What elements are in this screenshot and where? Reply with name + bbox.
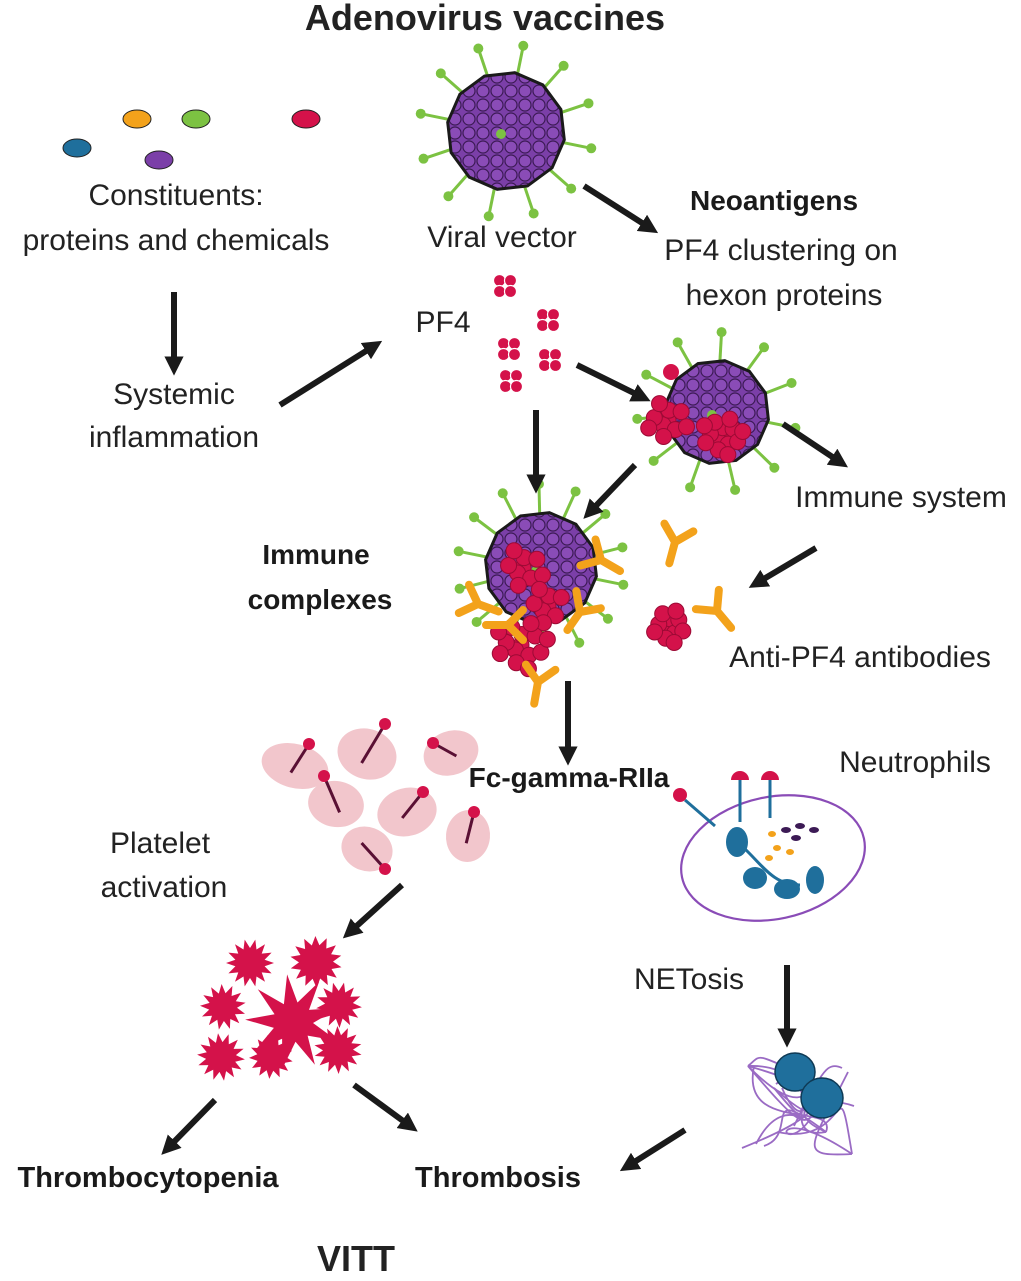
label-constituents: Constituents:: [88, 179, 264, 212]
arrow-inflammation-to-pf4: [278, 340, 383, 408]
label-anti-pf4-antibodies: Anti-PF4 antibodies: [729, 641, 991, 674]
label-netosis: NETosis: [633, 963, 745, 996]
label-pf4-clustering: PF4 clustering on: [664, 234, 898, 267]
label-viral-vector: Viral vector: [427, 221, 577, 254]
arrows: [161, 183, 848, 1172]
anti-pf4-antibodies: [646, 519, 736, 651]
resting-platelets: [261, 718, 491, 875]
label-thrombosis: Thrombosis: [415, 1162, 581, 1194]
label-constituents-detail: proteins and chemicals: [22, 224, 330, 257]
label-complexes: complexes: [247, 584, 393, 615]
arrow-virus-to-neoantigens: [582, 183, 659, 234]
pf4-coated-virus: [632, 327, 801, 495]
constituent-blobs: [62, 109, 321, 170]
label-neoantigens: Neoantigens: [689, 185, 859, 216]
label-pf4: PF4: [415, 306, 471, 339]
label-immune: Immune: [262, 539, 370, 570]
label-hexon-proteins: hexon proteins: [685, 279, 883, 312]
label-inflammation: inflammation: [88, 421, 260, 454]
arrow-net-to-thrombosis: [619, 1127, 687, 1172]
arrow-activated-to-thrombocytopenia: [161, 1097, 218, 1155]
immune-complex-particle: [453, 479, 629, 708]
viral-vector-particle: [415, 40, 597, 222]
arrow-platelet-to-activated: [342, 882, 405, 939]
label-neutrophils: Neutrophils: [839, 746, 991, 779]
label-immune-system: Immune system: [795, 481, 1007, 514]
pf4-molecules: [492, 273, 563, 394]
diagram-title: Adenovirus vaccines: [304, 0, 666, 38]
neutrophil-cell: [673, 771, 866, 922]
arrow-activated-to-thrombosis: [352, 1082, 418, 1132]
label-fc-gamma-riia: Fc-gamma-RIIa: [468, 762, 670, 793]
label-thrombocytopenia: Thrombocytopenia: [17, 1162, 279, 1194]
arrow-immune-to-antibodies: [748, 545, 818, 588]
arrow-coated-to-complex: [583, 462, 638, 519]
activated-platelets: [197, 936, 362, 1081]
label-vitt: VITT: [317, 1238, 395, 1279]
net-fibers: [741, 1052, 855, 1156]
label-systemic: Systemic: [113, 378, 235, 411]
arrow-coated-to-immune-system: [781, 421, 848, 468]
label-platelet: Platelet: [109, 827, 211, 860]
label-activation: activation: [100, 871, 228, 904]
arrow-pf4-to-coated-virus: [575, 362, 651, 402]
